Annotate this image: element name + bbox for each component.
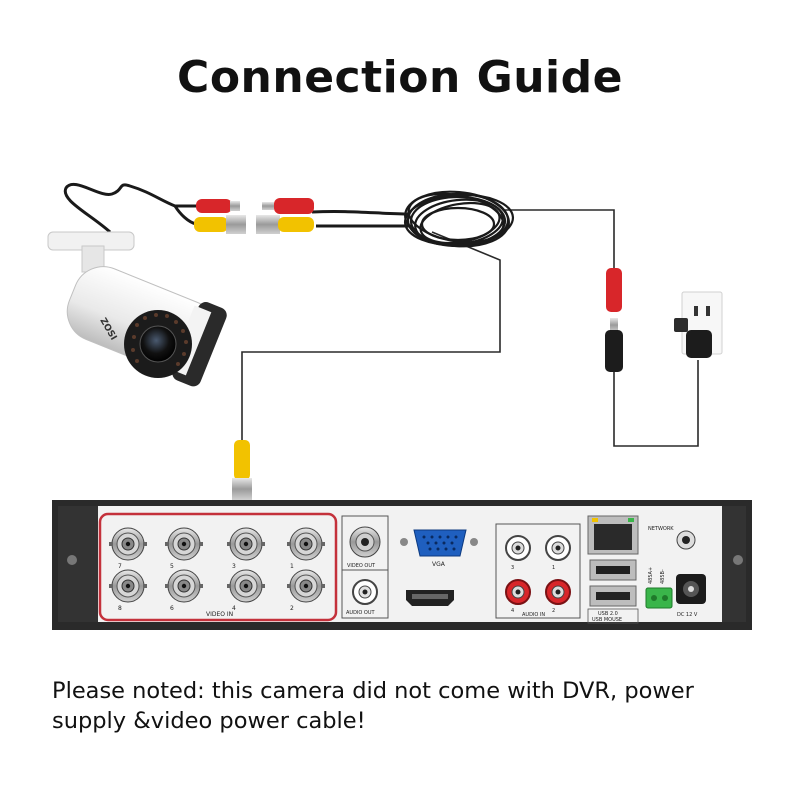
vga-label: VGA — [432, 561, 446, 568]
video-connector-female — [194, 215, 246, 234]
network-label: NETWORK — [648, 526, 674, 532]
power-connector-female — [196, 199, 240, 213]
port-number: 5 — [170, 563, 174, 570]
port-number: 8 — [118, 605, 122, 612]
network-port: NETWORK — [587, 515, 674, 555]
video-connector-male — [256, 215, 314, 234]
video-out-section: VIDEO OUT AUDIO OUT — [341, 515, 389, 619]
usb-label: USB 2.0 — [598, 611, 618, 617]
dc-label: DC 12 V — [677, 612, 698, 618]
usb-mouse-label: USB MOUSE — [592, 617, 622, 623]
bnc-video-port — [227, 527, 265, 561]
power-adapter — [674, 318, 712, 358]
bullet-camera: ZOSI — [47, 231, 227, 387]
power-connector-male — [262, 198, 314, 214]
rs485-b-label: 485B- — [660, 569, 666, 584]
rs485-a-label: 485A+ — [648, 567, 654, 584]
coiled-cable — [403, 190, 515, 248]
video-in-ports — [109, 527, 325, 603]
rs485-terminal: 485A+ 485B- — [645, 567, 673, 609]
audio-in-section: 3 1 4 2 AUDIO IN — [495, 523, 581, 619]
power-plug-black — [605, 318, 623, 372]
coil-leads — [311, 209, 412, 228]
bnc-video-port — [227, 569, 265, 603]
port-number: 6 — [170, 605, 174, 612]
hdmi-port — [406, 590, 454, 606]
dc-power-port: DC 12 V — [676, 530, 706, 618]
audio-in-label: AUDIO IN — [522, 612, 545, 618]
wiring-lines — [241, 209, 699, 447]
power-plug-red — [606, 268, 622, 312]
video-in-highlight — [98, 512, 338, 622]
port-number: 3 — [232, 563, 236, 570]
video-in-label: VIDEO IN — [206, 611, 233, 618]
bnc-video-port — [287, 527, 325, 561]
video-out-label: VIDEO OUT — [347, 563, 376, 569]
usb-ports: USB 2.0 USB MOUSE — [587, 559, 639, 624]
port-number: 2 — [290, 605, 294, 612]
audio-port-number: 2 — [552, 608, 555, 614]
video-plug-dvr — [232, 440, 252, 500]
port-number: 4 — [232, 605, 236, 612]
bnc-video-port — [109, 569, 147, 603]
dvr-back-panel — [52, 500, 752, 630]
vga-port: VGA — [400, 529, 478, 568]
audio-port-number: 4 — [511, 608, 514, 614]
bnc-video-port — [287, 569, 325, 603]
port-number: 7 — [118, 563, 122, 570]
bnc-video-port — [165, 569, 203, 603]
page-title: Connection Guide — [177, 52, 623, 103]
bnc-video-port — [109, 527, 147, 561]
audio-out-label: AUDIO OUT — [346, 610, 376, 616]
camera-pigtail — [63, 182, 197, 234]
port-number: 1 — [290, 563, 294, 570]
audio-port-number: 3 — [511, 565, 514, 571]
disclaimer-note: Please noted: this camera did not come w… — [52, 678, 694, 734]
bnc-video-port — [165, 527, 203, 561]
video-in-numbers: 7 5 3 1 8 6 4 2 VIDEO IN — [118, 563, 294, 618]
audio-port-number: 1 — [552, 565, 555, 571]
